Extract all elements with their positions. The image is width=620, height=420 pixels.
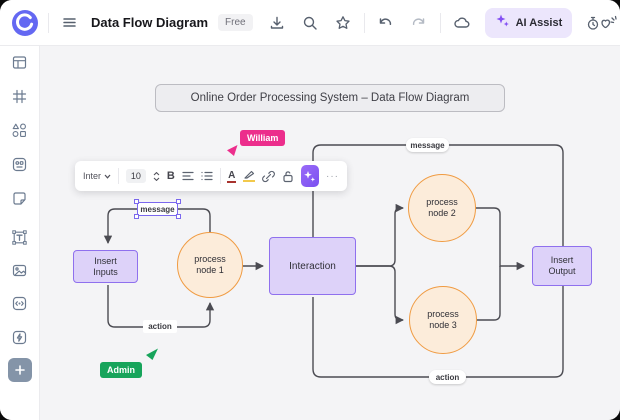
text-align-icon[interactable] [182, 169, 194, 184]
text-format-toolbar: Inter 10 B A [75, 161, 347, 191]
william-cursor-label: William [240, 130, 286, 146]
selection-handle[interactable] [176, 199, 181, 204]
shapes-icon[interactable] [8, 118, 32, 142]
document-title[interactable]: Data Flow Diagram [91, 15, 209, 30]
node-process-3[interactable]: process node 3 [409, 286, 477, 354]
diagram-title[interactable]: Online Order Processing System – Data Fl… [155, 84, 505, 112]
grid-icon[interactable] [8, 84, 32, 108]
search-icon[interactable] [300, 13, 320, 33]
node-process-2[interactable]: process node 2 [408, 174, 476, 242]
divider [439, 12, 441, 33]
bold-button[interactable]: B [166, 170, 175, 182]
more-options-button[interactable]: ··· [325, 170, 339, 182]
edge-label-message-selected[interactable]: message [134, 199, 181, 219]
font-size-value[interactable]: 10 [125, 169, 146, 183]
node-process-1[interactable]: process node 1 [177, 232, 243, 298]
edge-label-action[interactable]: action [143, 320, 177, 333]
edge-label-action-bottom[interactable]: action [429, 370, 466, 384]
chevron-down-icon [104, 174, 111, 179]
smart-action-icon[interactable] [8, 325, 32, 349]
frames-icon[interactable] [8, 152, 32, 176]
cloud-icon[interactable] [452, 13, 472, 33]
chevron-down-icon [153, 177, 160, 181]
divider [363, 12, 365, 33]
menu-icon[interactable] [59, 13, 79, 33]
download-icon[interactable] [267, 13, 287, 33]
header: Data Flow Diagram Free [0, 0, 620, 46]
node-interaction[interactable]: Interaction [269, 237, 356, 295]
reactions-icon[interactable] [585, 13, 619, 33]
undo-icon[interactable] [376, 13, 396, 33]
selection-handle[interactable] [134, 199, 139, 204]
edge-label-message-top[interactable]: message [406, 138, 449, 152]
star-icon[interactable] [333, 13, 353, 33]
templates-icon[interactable] [8, 50, 32, 74]
ai-sparkle-icon [495, 13, 510, 33]
image-icon[interactable] [8, 258, 32, 282]
admin-cursor-icon [146, 348, 158, 360]
node-insert-output[interactable]: Insert Output [532, 246, 592, 286]
divider [220, 168, 222, 184]
font-size-stepper[interactable] [153, 171, 160, 181]
add-icon[interactable] [7, 358, 32, 382]
text-icon[interactable] [8, 225, 32, 249]
edge-label-text: message [140, 204, 175, 214]
ai-sparkle-button[interactable] [300, 165, 319, 187]
font-family-select[interactable]: Inter [83, 171, 111, 181]
william-cursor-icon [227, 145, 238, 156]
lock-icon[interactable] [282, 169, 294, 184]
ai-assist-label: AI Assist [515, 16, 563, 29]
chevron-up-icon [153, 171, 160, 175]
ai-assist-button[interactable]: AI Assist [484, 7, 573, 38]
admin-cursor-label: Admin [100, 362, 142, 378]
divider [118, 168, 119, 184]
sticky-note-icon[interactable] [8, 186, 32, 210]
node-insert-inputs[interactable]: Insert Inputs [73, 250, 138, 283]
font-family-value: Inter [83, 171, 102, 181]
highlight-color-icon[interactable] [242, 169, 255, 184]
sidebar [0, 46, 40, 420]
link-icon[interactable] [261, 169, 275, 184]
selection-handle[interactable] [134, 214, 139, 219]
font-color-button[interactable]: A [227, 169, 237, 183]
list-icon[interactable] [201, 169, 213, 184]
plan-badge: Free [218, 14, 253, 31]
selection-handle[interactable] [176, 214, 181, 219]
divider [48, 12, 49, 33]
embed-code-icon[interactable] [8, 291, 32, 315]
header-actions: AI Assist [267, 7, 620, 38]
diagram-canvas[interactable]: Online Order Processing System – Data Fl… [40, 46, 620, 420]
app-logo-icon[interactable] [12, 9, 38, 36]
redo-icon[interactable] [409, 13, 429, 33]
